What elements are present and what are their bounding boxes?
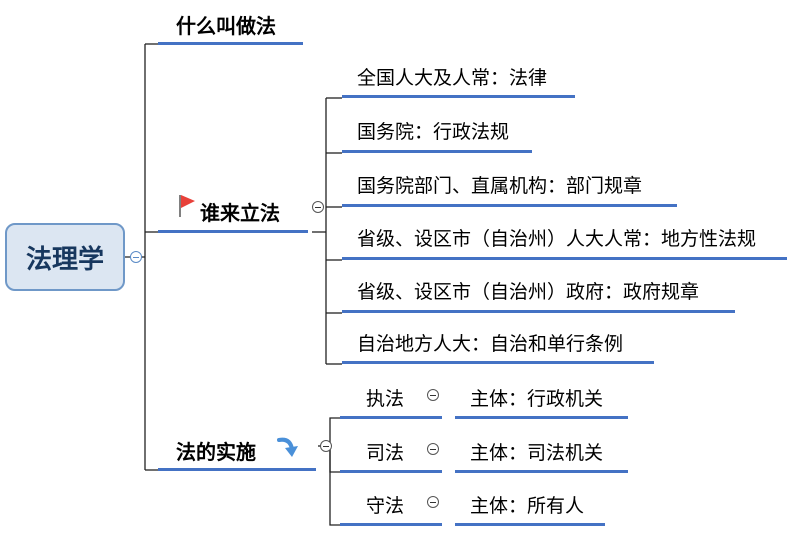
branch-underline — [158, 230, 308, 233]
legislate-item[interactable]: 省级、设区市（自治州）人大人常：地方性法规 — [357, 228, 757, 250]
item-underline — [342, 95, 575, 98]
branch-underline — [158, 42, 303, 45]
legislate-item[interactable]: 国务院：行政法规 — [357, 121, 510, 143]
curved-arrow-icon — [277, 437, 298, 457]
detail-underline — [455, 416, 628, 419]
item-underline — [342, 257, 787, 260]
branch-underline — [158, 468, 316, 471]
detail-underline — [455, 523, 605, 526]
implementation-collapse-toggle[interactable] — [320, 440, 332, 452]
item-underline — [342, 150, 532, 153]
legislate-collapse-toggle[interactable] — [312, 201, 324, 213]
root-collapse-toggle[interactable] — [130, 251, 142, 263]
implementation-item[interactable]: 司法 — [366, 442, 405, 464]
item-collapse-toggle[interactable] — [427, 496, 439, 508]
item-underline — [340, 470, 442, 473]
item-underline — [342, 310, 735, 313]
branch-what-is-law[interactable]: 什么叫做法 — [176, 14, 276, 38]
implementation-detail[interactable]: 主体：司法机关 — [470, 442, 604, 464]
root-topic[interactable]: 法理学 — [5, 223, 125, 291]
branch-who-legislates[interactable]: 谁来立法 — [200, 201, 280, 225]
item-collapse-toggle[interactable] — [427, 389, 439, 401]
implementation-item[interactable]: 执法 — [366, 388, 405, 410]
implementation-detail[interactable]: 主体：所有人 — [470, 495, 585, 517]
item-collapse-toggle[interactable] — [427, 443, 439, 455]
item-underline — [340, 523, 442, 526]
legislate-item[interactable]: 省级、设区市（自治州）政府：政府规章 — [357, 281, 700, 303]
red-flag-icon — [179, 195, 195, 217]
item-underline — [342, 361, 654, 364]
implementation-detail[interactable]: 主体：行政机关 — [470, 388, 604, 410]
branch-implementation[interactable]: 法的实施 — [176, 440, 256, 464]
legislate-item[interactable]: 自治地方人大：自治和单行条例 — [357, 333, 624, 355]
implementation-item[interactable]: 守法 — [366, 495, 405, 517]
item-underline — [342, 204, 677, 207]
legislate-item[interactable]: 国务院部门、直属机构：部门规章 — [357, 175, 643, 197]
legislate-item[interactable]: 全国人大及人常：法律 — [357, 67, 548, 89]
item-underline — [340, 416, 442, 419]
detail-underline — [455, 470, 628, 473]
